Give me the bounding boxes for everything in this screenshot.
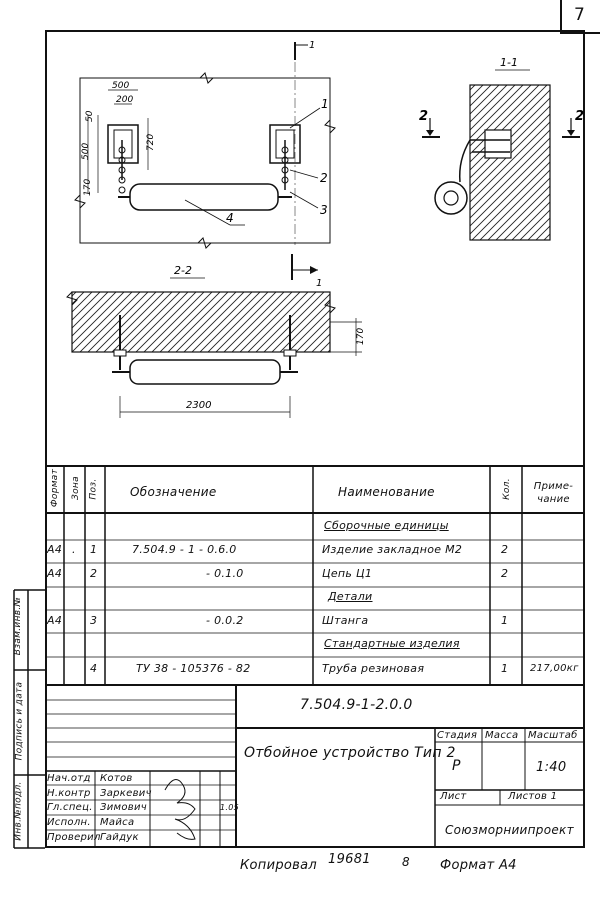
row2-pos: 2 — [90, 567, 98, 580]
header-pos: Поз. — [88, 478, 99, 500]
row3-format: A4 — [47, 614, 63, 627]
footer-copied: Копировал — [240, 858, 317, 873]
section-2-2-view — [66, 254, 362, 418]
section-standard: Стандартные изделия — [324, 637, 460, 650]
stage-value: Р — [452, 758, 461, 774]
role-3: Гл.спец. — [47, 802, 93, 813]
section-2-marker-left: 2 — [419, 109, 428, 124]
sheet-label: Лист — [440, 791, 467, 802]
sheets-label: Листов 1 — [508, 791, 558, 802]
role-1: Нач.отд — [47, 773, 91, 784]
footer-number: 19681 — [328, 852, 371, 867]
row1-zone: . — [72, 543, 76, 556]
row4-designation: ТУ 38 - 105376 - 82 — [136, 662, 251, 675]
section-1-1-title: 1-1 — [500, 56, 518, 69]
technical-drawing: 1 1-1 2-2 2 2 1 500 200 50 500 720 170 1… — [66, 40, 584, 418]
signature-scribble — [164, 779, 196, 840]
sign-date-note: 1.05 — [220, 803, 240, 812]
row4-note: 217,00кг — [530, 663, 579, 674]
section-2-marker-right: 2 — [575, 109, 584, 124]
scale-value: 1:40 — [536, 760, 567, 775]
section-details: Детали — [328, 590, 373, 603]
doc-title: Отбойное устройство Тип 2 — [244, 745, 456, 761]
header-name: Наименование — [338, 485, 435, 499]
row4-name: Труба резиновая — [322, 662, 425, 675]
header-format: Формат — [50, 468, 61, 508]
footer-format: Формат А4 — [440, 858, 517, 873]
row1-pos: 1 — [90, 543, 98, 556]
drawing-frame — [45, 30, 585, 848]
scale-label: Масштаб — [528, 730, 578, 741]
row3-pos: 3 — [90, 614, 98, 627]
role-2: Н.контр — [47, 788, 91, 799]
section-1-marker-2: 1 — [316, 278, 322, 289]
row4-pos: 4 — [90, 662, 98, 675]
callout-4: 4 — [226, 211, 234, 225]
name-2: Заркевич — [100, 788, 152, 799]
dim-500-label: 500 — [112, 81, 129, 91]
organization: Союзморниипроект — [445, 823, 574, 837]
side-sign-date: Подпись и дата — [14, 681, 25, 761]
section-1-marker: 1 — [309, 40, 315, 51]
dim-2300-label: 2300 — [186, 400, 211, 411]
page-number: 7 — [574, 5, 585, 25]
row1-qty: 2 — [501, 543, 509, 556]
dim-170-label: 170 — [356, 328, 366, 345]
section-2-2-title: 2-2 — [174, 264, 192, 277]
header-note: Приме-чание — [533, 481, 574, 505]
mass-label: Масса — [485, 730, 519, 741]
callout-1: 1 — [321, 97, 329, 111]
row3-qty: 1 — [501, 614, 509, 627]
row2-designation: - 0.1.0 — [206, 567, 244, 580]
header-qty: Кол. — [501, 478, 512, 500]
row2-qty: 2 — [501, 567, 509, 580]
row1-name: Изделие закладное М2 — [322, 543, 463, 556]
page-number-box: 7 — [560, 0, 600, 34]
role-5: Проверил — [47, 832, 101, 843]
section-assemblies: Сборочные единицы — [324, 519, 449, 532]
dim-500v-label: 500 — [81, 143, 91, 160]
side-inv-orig: Инв.№подл. — [13, 781, 24, 841]
role-4: Исполн. — [47, 817, 91, 828]
callout-2: 2 — [320, 171, 328, 185]
name-3: Зимович — [100, 802, 147, 813]
row3-name: Штанга — [322, 614, 369, 627]
row1-format: A4 — [47, 543, 63, 556]
name-1: Котов — [100, 773, 133, 784]
dim-200-label: 200 — [116, 95, 133, 105]
row2-format: A4 — [47, 567, 63, 580]
row2-name: Цепь Ц1 — [322, 567, 373, 580]
dim-170-top-label: 170 — [83, 179, 93, 196]
section-1-1-view — [422, 69, 580, 241]
header-zone: Зона — [70, 476, 81, 500]
row4-qty: 1 — [501, 662, 509, 675]
name-4: Майса — [100, 817, 135, 828]
plan-view — [74, 42, 336, 249]
callout-3: 3 — [320, 203, 328, 217]
row1-designation: 7.504.9 - 1 - 0.6.0 — [132, 543, 237, 556]
header-designation: Обозначение — [130, 485, 217, 499]
dim-720-label: 720 — [146, 134, 156, 151]
name-5: Гайдук — [100, 832, 139, 843]
doc-code: 7.504.9-1-2.0.0 — [300, 697, 413, 713]
side-inv-replace: Взам.инв.№ — [13, 596, 24, 656]
stage-label: Стадия — [437, 730, 478, 741]
row3-designation: - 0.0.2 — [206, 614, 244, 627]
dim-50-label: 50 — [85, 110, 95, 122]
footer-mark: 8 — [402, 855, 410, 869]
